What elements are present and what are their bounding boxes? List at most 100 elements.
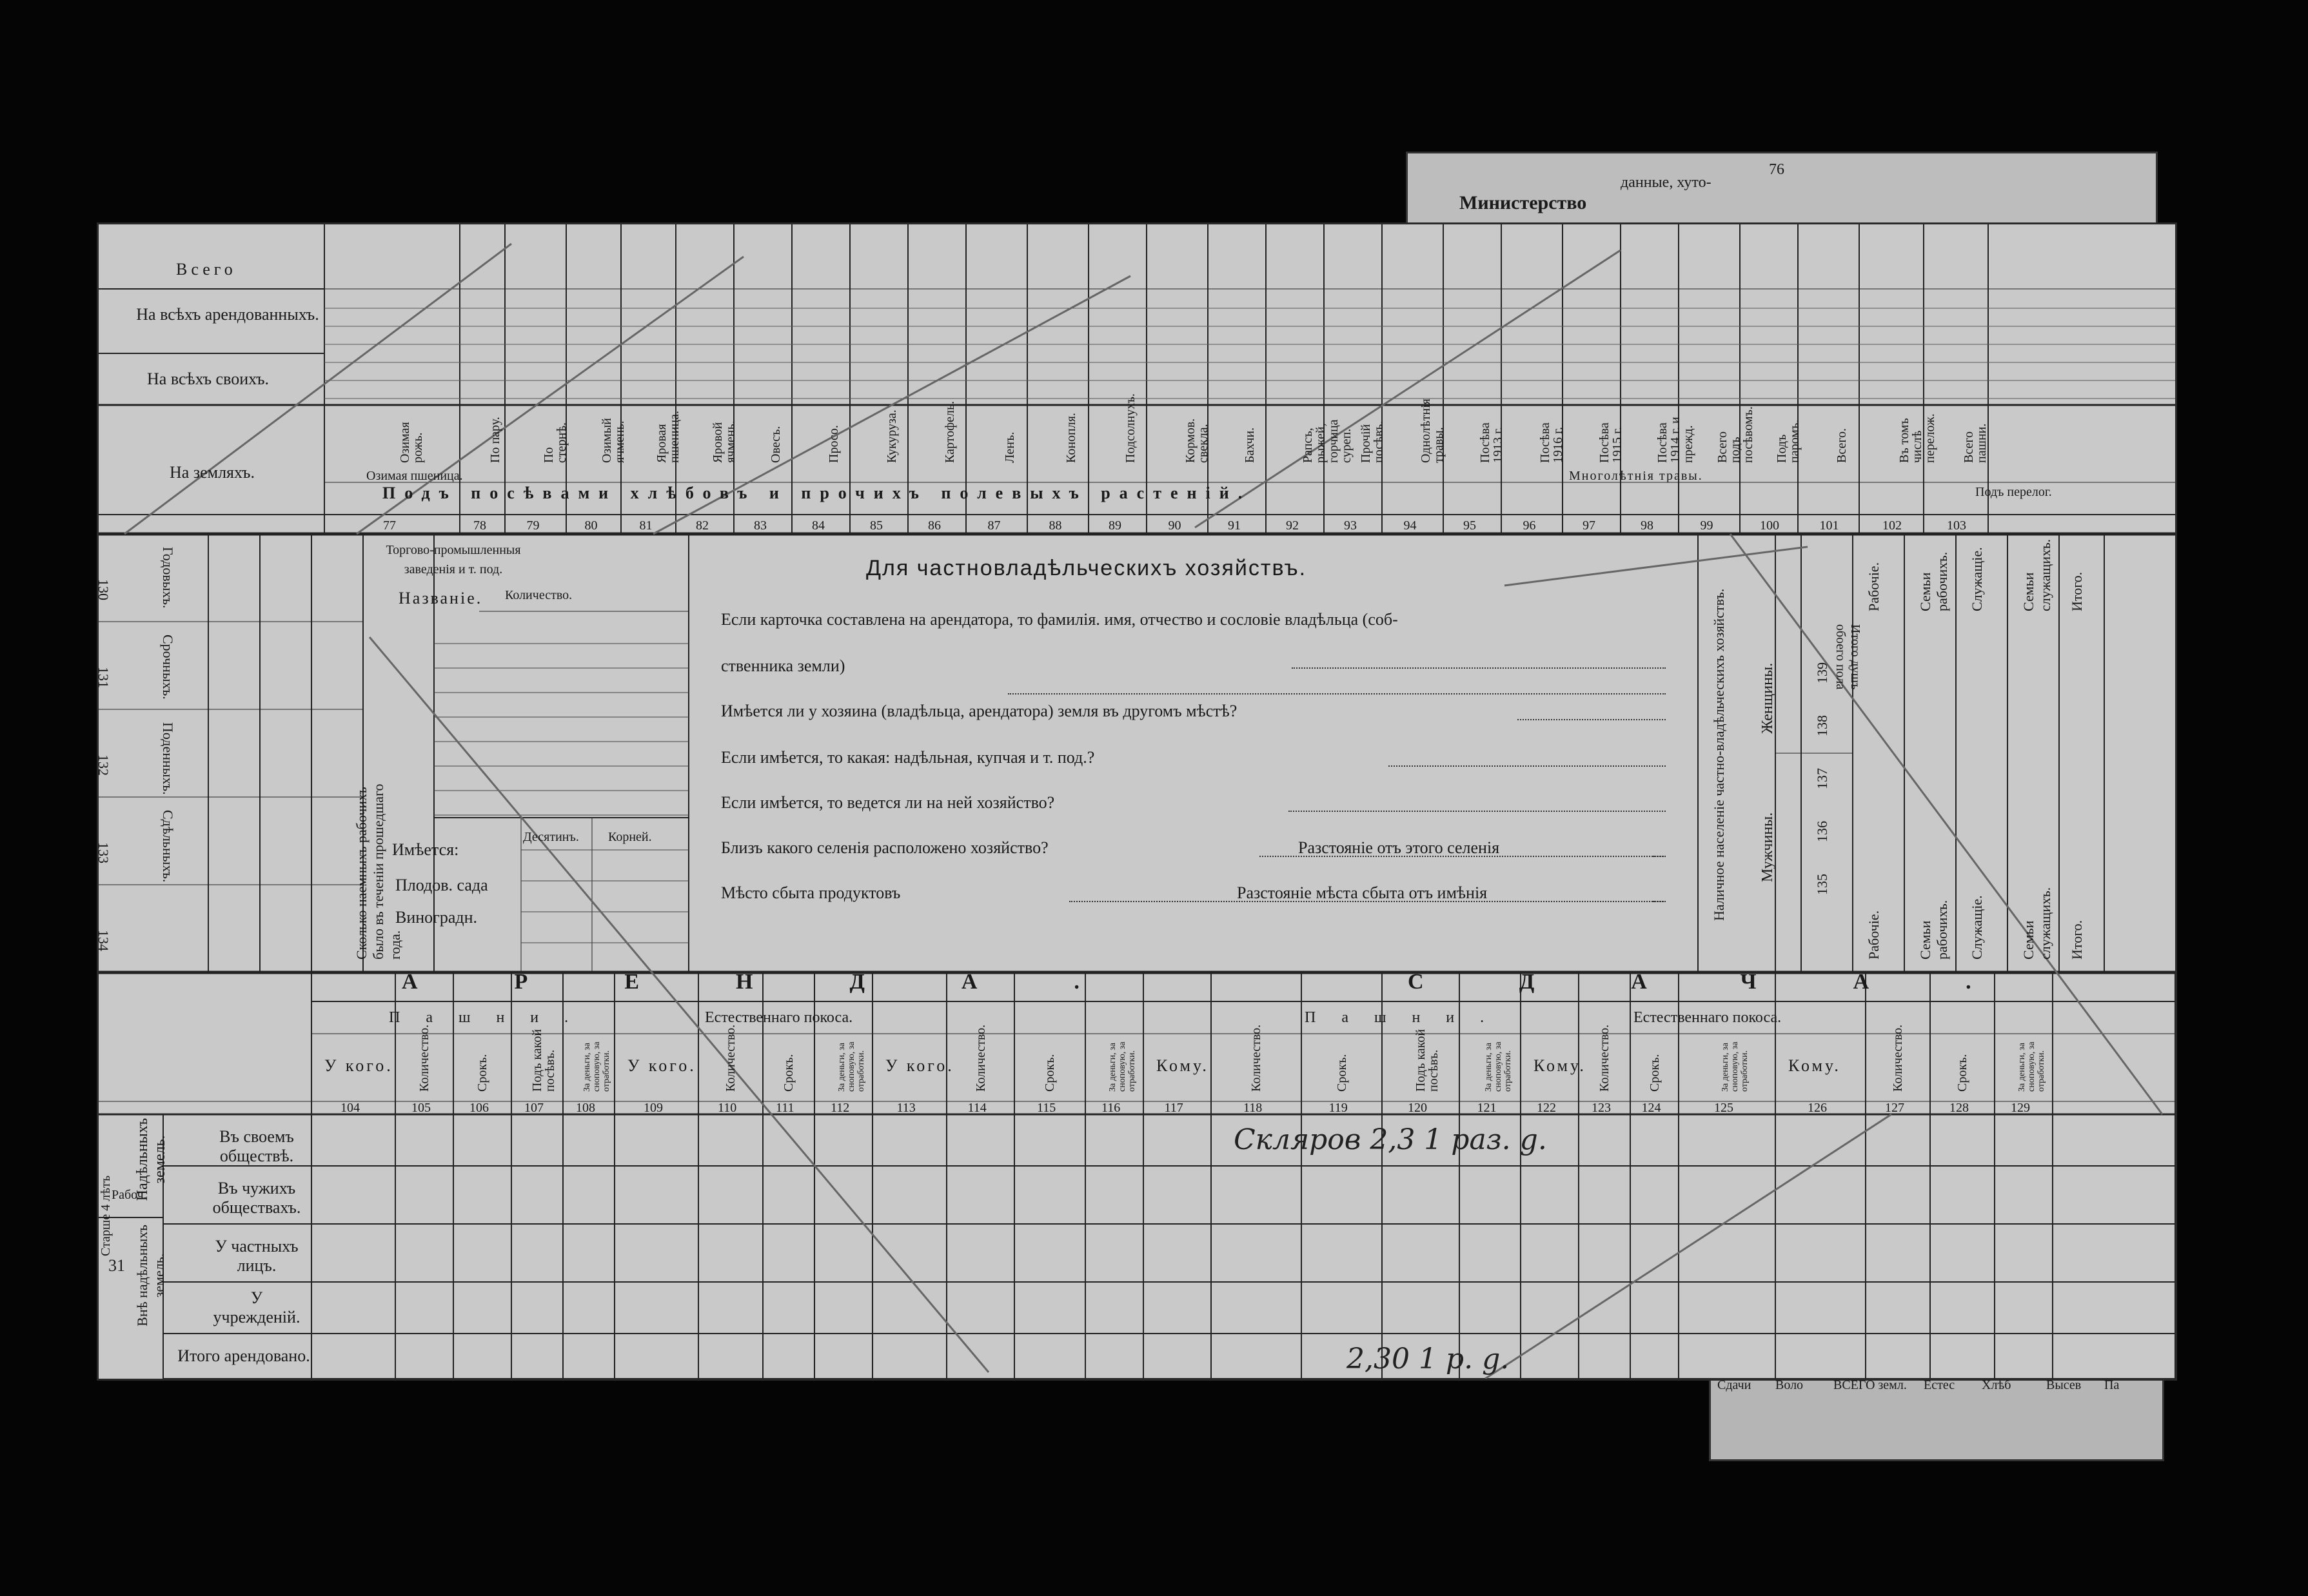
lease-col-header: Кому. (1156, 1056, 1209, 1075)
top-column-number: 90 (1168, 518, 1181, 533)
top-column-number: 91 (1228, 518, 1241, 533)
arenda-header: АРЕНДА. (402, 970, 1176, 994)
lease-col-header: Срокъ. (1647, 1054, 1662, 1092)
sdacha-header: СДАЧА. (1408, 970, 2068, 994)
crop-header: Посѣва 1915 г. (1597, 422, 1624, 463)
lease-column-number: 123 (1592, 1101, 1611, 1115)
roots-header: Корней. (608, 830, 652, 844)
crop-header: Кукуруза. (885, 409, 899, 463)
top-column-number: 100 (1760, 518, 1779, 533)
answer-dotted-line (1517, 718, 1666, 720)
lease-column-number: 113 (896, 1101, 916, 1115)
pokos-header-s: Естественнаго покоса. (1633, 1009, 1782, 1026)
lease-column-number: 118 (1243, 1101, 1263, 1115)
population-column-number: 135 (1814, 874, 1830, 895)
lease-column-number: 124 (1641, 1101, 1661, 1115)
staff-column-header-top: Семьи рабочихъ. (1917, 551, 1950, 611)
top-column-number: 82 (696, 518, 709, 533)
side-older: Старше 4 лѣтъ (99, 1175, 113, 1256)
lease-column-number: 128 (1949, 1101, 1969, 1115)
lease-column-number: 121 (1477, 1101, 1497, 1115)
top-column-number: 77 (383, 518, 396, 533)
question-owner-b: ственника земли) (721, 656, 845, 675)
top-column-number: 87 (987, 518, 1001, 533)
staff-column-header-bottom: Рабочіе. (1866, 910, 1882, 960)
top-column-number: 83 (754, 518, 767, 533)
lease-col-header: Количество. (1249, 1024, 1263, 1092)
lease-column-number: 110 (718, 1101, 737, 1115)
lease-col-header: Срокъ. (782, 1054, 796, 1092)
workers-vertical-label: Сколько наемныхъ рабочихъ было въ течені… (353, 783, 403, 960)
question-owner-a: Если карточка составлена на арендатора, … (721, 610, 1398, 629)
lease-column-number: 116 (1101, 1101, 1121, 1115)
crop-header: Подъ паромъ. (1775, 419, 1802, 463)
side-31: 31 (108, 1256, 125, 1275)
lease-column-number: 115 (1037, 1101, 1056, 1115)
under-stub-bottom-6: Высев (2046, 1378, 2082, 1392)
pencil-stroke (368, 636, 990, 1373)
staff-column-header-top: Рабочіе. (1866, 562, 1882, 611)
crop-header: Всего подъ посѣвомъ. (1715, 406, 1755, 463)
lease-col-header: За деньги, за сноповую, за отработки. (1108, 1041, 1137, 1092)
crop-header: Яровой ячмень. (711, 420, 738, 463)
men-label: Мужчины. (1759, 812, 1776, 882)
crop-header: Однолѣтнія травы. (1418, 399, 1446, 463)
staff-column-header-top: Служащіе. (1969, 547, 1985, 611)
top-column-number: 94 (1403, 518, 1417, 533)
lease-col-header: Количество. (1891, 1024, 1905, 1092)
lease-col-header: Срокъ. (1955, 1054, 1969, 1092)
answer-dotted-line (1653, 855, 1666, 857)
top-column-number: 88 (1049, 518, 1062, 533)
top-banner: Подъ посѣвами хлѣбовъ и прочихъ полевыхъ… (382, 484, 1252, 502)
pencil-stroke (653, 275, 1131, 535)
lease-col-header: Подъ какой посѣвъ. (530, 1029, 557, 1092)
lease-column-number: 114 (967, 1101, 987, 1115)
crop-header: По пару. (488, 417, 502, 463)
staff-column-header-bottom: Семьи рабочихъ. (1917, 900, 1950, 960)
lease-column-number: 108 (576, 1101, 595, 1115)
crop-header: Яровая пшеница. (654, 411, 682, 463)
lease-column-number: 109 (644, 1101, 663, 1115)
under-stub-bottom-7: Па (2104, 1378, 2120, 1392)
crop-header: Картофель. (943, 400, 957, 463)
top-column-number: 98 (1641, 518, 1653, 533)
side-workers: Рабоч. (112, 1188, 147, 1202)
crop-header: Посѣва 1913 г. (1478, 422, 1505, 463)
top-column-number: 89 (1109, 518, 1121, 533)
under-stub-bottom-1: Сдачи (1717, 1378, 1751, 1392)
private-title: Для частновладѣльческихъ хозяйствъ. (866, 556, 1307, 580)
lease-col-header: Количество. (1597, 1024, 1612, 1092)
lease-column-number: 125 (1714, 1101, 1733, 1115)
lease-col-header: Подъ какой посѣвъ. (1414, 1029, 1441, 1092)
answer-dotted-line (1008, 693, 1666, 695)
question-farming: Если имѣется, то ведется ли на ней хозяй… (721, 793, 1055, 812)
pencil-stroke (1504, 546, 1808, 587)
worker-column-label: Срочныхъ. (160, 635, 176, 700)
lease-column-number: 120 (1408, 1101, 1427, 1115)
lease-col-header: Количество. (973, 1024, 988, 1092)
vne-nadel-vertical-label: Внѣ надѣльныхъ земель. (134, 1225, 167, 1326)
worker-column-label: Сдѣльныхъ. (160, 810, 176, 883)
row-other-society: Въ чужихъ обществахъ. (212, 1179, 301, 1217)
lease-column-number: 122 (1537, 1101, 1556, 1115)
worker-column-number: 130 (95, 579, 112, 600)
answer-dotted-line (1388, 765, 1666, 767)
top-column-number: 101 (1819, 518, 1839, 533)
worker-column-number: 131 (95, 667, 112, 688)
crop-header: Кормов. свекла. (1183, 418, 1210, 463)
crop-header: Бахчи. (1243, 427, 1257, 463)
under-number: 76 (1769, 161, 1784, 178)
crop-header: Всего. (1834, 428, 1849, 463)
under-stub-bottom-3: ВСЕГО земл. (1833, 1378, 1907, 1392)
top-column-number: 102 (1882, 518, 1902, 533)
lease-col-header: За деньги, за сноповую, за отработки. (1483, 1041, 1513, 1092)
lease-col-header: Количество. (724, 1024, 738, 1092)
lease-col-header: Срокъ. (475, 1054, 489, 1092)
pencil-stroke (356, 255, 744, 535)
group-fallow: Подъ перелог. (1975, 485, 2052, 499)
crop-header: Подсолнухъ. (1123, 393, 1138, 463)
under-stub-bottom-5: Хлѣб (1982, 1378, 2011, 1392)
population-column-number: 138 (1814, 715, 1830, 736)
worker-column-number: 134 (95, 930, 112, 951)
form-grid-lines (99, 224, 2175, 1379)
